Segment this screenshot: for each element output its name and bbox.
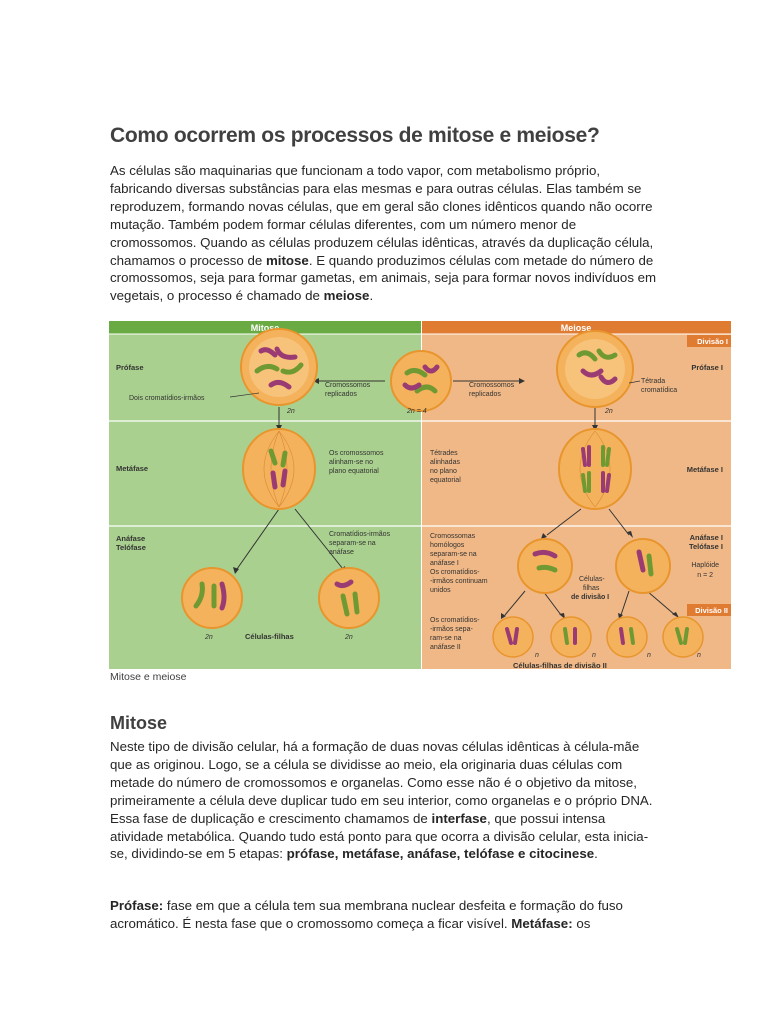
label-divisao-2: Divisão II — [695, 606, 728, 615]
label-n-1: n — [535, 652, 539, 659]
label-tetrades-2: alinhadas — [430, 459, 460, 466]
text-run: . — [369, 288, 374, 304]
label-tetrades-3: no plano — [430, 468, 457, 475]
bold-text-run: Prófase: — [110, 898, 164, 913]
cell-meiose-profase — [556, 330, 634, 408]
intro-paragraph: As células são maquinarias que funcionam… — [110, 162, 662, 305]
meiose-final-4 — [662, 616, 704, 658]
label-separam-3: anáfase — [329, 549, 354, 556]
label-cromossomos-replicados-meiose-1: Cromossomos — [469, 382, 515, 389]
label-dois-cromatides: Dois cromatídios-irmãos — [129, 395, 205, 402]
row-label-metafase: Metáfase — [116, 464, 148, 473]
daughter-cell-2 — [318, 567, 380, 629]
label-celulas-filhas-2: Células-filhas de divisão II — [513, 661, 607, 669]
label-tetrades-4: equatorial — [430, 477, 461, 484]
label-alinham-3: plano equatorial — [329, 468, 379, 475]
label-2n-meiose: 2n — [604, 408, 613, 415]
section-title-mitose: Mitose — [110, 713, 168, 733]
label-alinham-1: Os cromossomos — [329, 450, 384, 457]
mitose-header-bar — [109, 321, 421, 334]
figure-caption: Mitose e meiose — [110, 671, 187, 683]
bold-text-run: prófase, metáfase, anáfase, telófase e c… — [286, 846, 595, 862]
text-run: Neste tipo de divisão celular, há a form… — [110, 739, 653, 826]
label-homologos-3: separam-se na — [430, 551, 477, 558]
text-run: . — [594, 846, 598, 862]
meiose-final-3 — [606, 616, 648, 658]
text-run: As células são maquinarias que funcionam… — [110, 163, 654, 268]
label-2n4: 2n = 4 — [406, 408, 427, 415]
row-label-metafase-1: Metáfase I — [687, 465, 723, 474]
label-haploide-n: n = 2 — [697, 572, 713, 579]
header-mitose: Mitose — [251, 323, 280, 333]
meiose-final-2 — [550, 616, 592, 658]
daughter-cell-1 — [181, 567, 243, 629]
text-run: fase em que a célula tem sua membrana nu… — [110, 898, 623, 931]
label-haploide: Haplóide — [691, 562, 719, 569]
label-separam2-3: ram-se na — [430, 635, 462, 642]
label-separam2-4: anáfase II — [430, 644, 461, 651]
label-separam-1: Cromatídios-irmãos — [329, 531, 391, 538]
row-label-profase-1: Prófase I — [691, 363, 723, 372]
cell-metafase-1 — [558, 428, 632, 510]
profase-paragraph: Prófase: fase em que a célula tem sua me… — [110, 897, 662, 933]
label-cromossomos-replicados-mitose-2: replicados — [325, 391, 357, 398]
label-homologos-2: homólogos — [430, 542, 465, 549]
article-title: Como ocorrem os processos de mitose e me… — [110, 124, 600, 147]
row-label-profase: Prófase — [116, 363, 144, 372]
cell-profase — [240, 328, 318, 406]
label-divisao-1: Divisão I — [697, 337, 728, 346]
meiose-daughter-1 — [517, 538, 573, 594]
label-homologos-1: Cromossomas — [430, 533, 476, 540]
header-meiose: Meiose — [561, 323, 592, 333]
label-alinham-2: alinham-se no — [329, 459, 373, 466]
label-homologos-4: anáfase I — [430, 560, 459, 567]
label-homologos-7: unidos — [430, 587, 451, 594]
text-run: os — [572, 915, 591, 931]
label-n-3: n — [647, 652, 651, 659]
label-separam2-2: -irmãos sepa- — [430, 626, 473, 633]
label-tetrada-1: Tétrada — [641, 378, 665, 385]
text-run: . E quando produzimos células com metade… — [110, 252, 657, 304]
meiose-final-1 — [492, 616, 534, 658]
label-tetrades-1: Tétrades — [430, 450, 458, 457]
label-separam-2: separam-se na — [329, 540, 376, 547]
text-run: , que possui intensa atividade metabólic… — [110, 810, 649, 862]
label-n-2: n — [592, 652, 596, 659]
bold-text-run: mitose — [265, 252, 309, 268]
meiose-header-bar — [422, 321, 731, 334]
label-separam2-1: Os cromatídios- — [430, 617, 480, 624]
label-homologos-6: -irmãos continuam — [430, 578, 488, 585]
label-filhas1-1: Células- — [579, 576, 605, 583]
cell-replicated — [390, 350, 452, 412]
mitose-paragraph: Neste tipo de divisão celular, há a form… — [110, 738, 662, 863]
label-cromossomos-replicados-mitose-1: Cromossomos — [325, 382, 371, 389]
label-tetrada-2: cromatídica — [641, 387, 677, 394]
bold-text-run: Metáfase: — [511, 915, 573, 931]
label-n-4: n — [697, 652, 701, 659]
meiose-daughter-2 — [615, 538, 671, 594]
label-celulas-filhas: Células-filhas — [245, 632, 294, 641]
label-filhas1-3: de divisão I — [571, 594, 609, 601]
label-2n-profase: 2n — [286, 408, 295, 415]
label-homologos-5: Os cromatídios- — [430, 569, 480, 576]
row-label-anafase-1: Anáfase I — [690, 533, 723, 542]
row-label-telofase: Telófase — [116, 543, 146, 552]
bold-text-run: interfase — [431, 810, 487, 826]
label-2n-daughter-2: 2n — [344, 634, 353, 641]
row-label-anafase: Anáfase — [116, 534, 145, 543]
mitosis-meiosis-figure: Mitose Meiose Divisão I Divisão II Prófa… — [109, 321, 731, 669]
label-2n-daughter-1: 2n — [204, 634, 213, 641]
label-filhas1-2: filhas — [583, 585, 600, 592]
bold-text-run: meiose — [323, 288, 370, 304]
cell-metafase — [242, 428, 316, 510]
row-label-telofase-1: Telófase I — [689, 542, 723, 551]
label-cromossomos-replicados-meiose-2: replicados — [469, 391, 501, 398]
